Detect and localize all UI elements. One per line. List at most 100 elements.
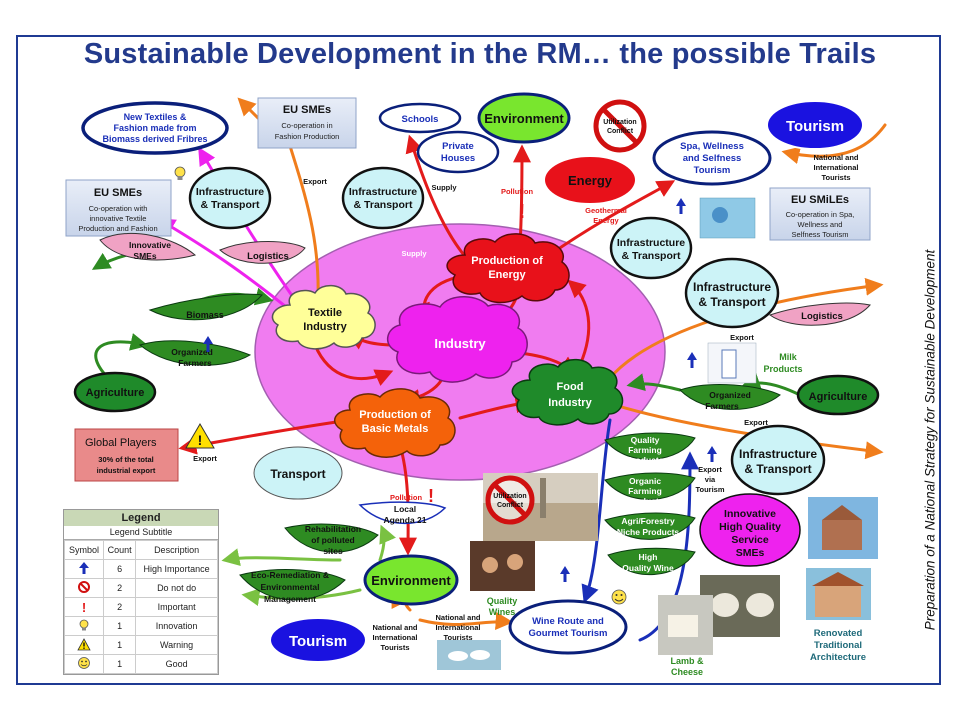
agri-forestry-2: Niche Products [617, 527, 680, 537]
arrow-food-export-right [613, 403, 884, 460]
infra-node-4[interactable]: Infrastructure & Transport [684, 257, 780, 329]
tourism-top-label: Tourism [786, 118, 844, 135]
legend-count: 1 [103, 654, 137, 674]
infra-2-label-1: Infrastructure [349, 186, 417, 198]
eu-smiles-box[interactable]: EU SMiLEs Co-operation in Spa, Wellness … [769, 187, 871, 241]
legend-table: Symbol Count Description 6 High Importan… [63, 540, 218, 674]
legend-count: 1 [103, 616, 137, 636]
agriculture-left-label: Agriculture [86, 387, 145, 399]
leaf-biomass: Biomass [148, 293, 263, 321]
leaf-high-quality-wine: High Quality Wine [607, 547, 696, 576]
spa-node[interactable]: Spa, Wellness and Selfness Tourism [652, 130, 772, 186]
arrow-metals-to-environment [398, 443, 418, 556]
legend-description: Warning [135, 635, 218, 655]
organized-farmers-right-2: Farmers [705, 401, 739, 411]
local-agenda-1: Local [394, 504, 416, 514]
spa-label-2: and Selfness [683, 153, 742, 164]
logistics-right-label: Logistics [801, 311, 843, 322]
new-textiles-node[interactable]: New Textiles & Fashion made from Biomass… [81, 101, 229, 155]
environment-bottom-node[interactable]: Environment [363, 554, 459, 606]
utilization-conflict-bottom-1: Utilization [493, 493, 526, 500]
textile-industry-cloud[interactable]: Textile Industry [271, 284, 376, 350]
no-sign-icon: Utilization Conflict [593, 99, 647, 153]
arrow-tourists-bottom-to-wine [418, 612, 514, 631]
legend-description: Innovation [135, 616, 218, 636]
eco-remediation-1: Eco-Remediation & [251, 570, 329, 580]
arrow-textile-to-eu-smes-left [156, 218, 292, 312]
food-industry-cloud[interactable]: Food Industry [511, 358, 624, 426]
photo-spa-woman [699, 197, 756, 239]
agriculture-right-node[interactable]: Agriculture [796, 374, 880, 416]
industry-cloud[interactable]: Industry [387, 296, 528, 383]
eu-smes-top-box[interactable]: EU SMEs Co-operation in Fashion Producti… [257, 97, 357, 149]
infra-node-2[interactable]: Infrastructure & Transport [341, 166, 425, 230]
innovative-service-label-3: Service [731, 534, 769, 546]
organized-farmers-left-2: Farmers [178, 358, 212, 368]
eu-smes-left-text-2: innovative Textile [90, 214, 147, 223]
agri-forestry-1: Agri/Forestry [621, 516, 675, 526]
eu-smes-top-text-2: Fashion Production [275, 132, 340, 141]
arrow-up-icon [203, 336, 213, 352]
export-label-2: Export [730, 333, 754, 342]
energy-node[interactable]: Energy [543, 155, 637, 205]
svg-text:!: ! [198, 432, 203, 448]
arrow-farmers-right-to-food [626, 373, 682, 392]
basic-metals-label-2: Basic Metals [362, 423, 429, 435]
warning-icon: ! [185, 423, 215, 449]
tourists-bm-2: International [435, 623, 480, 632]
transport-node[interactable]: Transport [253, 446, 343, 500]
eu-smes-left-text-3: Production and Fashion [78, 224, 157, 233]
environment-bottom-label: Environment [371, 573, 451, 588]
infra-4-label-1: Infrastructure [693, 280, 771, 294]
wine-route-label-2: Gourmet Tourism [529, 628, 608, 639]
wine-route-node[interactable]: Wine Route and Gourmet Tourism [508, 599, 628, 655]
private-houses-node[interactable]: Private Houses [416, 130, 500, 174]
spa-label-3: Tourism [694, 165, 731, 176]
exclamation-icon: ! [81, 599, 87, 615]
eu-smiles-text-1: Co-operation in Spa, [786, 210, 855, 219]
infra-5-label-1: Infrastructure [739, 447, 817, 461]
infra-node-1[interactable]: Infrastructure & Transport [188, 166, 272, 230]
infra-node-3[interactable]: Infrastructure & Transport [609, 216, 693, 280]
tourism-bottom-node[interactable]: Tourism [269, 617, 367, 663]
spa-label-1: Spa, Wellness [680, 141, 744, 152]
wine-route-label-1: Wine Route and [532, 616, 604, 627]
organized-farmers-left-1: Organized [171, 347, 213, 357]
private-houses-label-2: Houses [441, 153, 475, 164]
production-energy-cloud[interactable]: Production of Energy [446, 233, 570, 304]
legend-description: Important [135, 597, 218, 617]
agriculture-left-node[interactable]: Agriculture [73, 371, 157, 413]
lamb-cheese-1: Lamb & [670, 656, 704, 666]
rehabilitation-3: sites [323, 546, 343, 556]
legend-count: 1 [103, 635, 137, 655]
slide-frame [16, 35, 941, 685]
global-players-text-1: 30% of the total [98, 455, 153, 464]
global-players-text-2: industrial export [97, 466, 156, 475]
organic-farming-2: Farming [628, 486, 662, 496]
environment-top-label: Environment [484, 111, 564, 126]
global-players-box[interactable]: Global Players 30% of the total industri… [74, 428, 179, 482]
infra-1-label-2: & Transport [201, 199, 260, 211]
innovative-service-node[interactable]: Innovative High Quality Service SMEs [699, 493, 801, 567]
basic-metals-cloud[interactable]: Production of Basic Metals [333, 388, 456, 458]
arrow-up-icon [560, 566, 570, 582]
organic-farming-3: Products [627, 496, 664, 506]
eco-remediation-3: Management [264, 594, 316, 604]
rehabilitation-2: of polluted [311, 535, 354, 545]
eu-smes-left-title: EU SMEs [94, 187, 142, 199]
industry-label: Industry [434, 336, 486, 351]
eu-smes-left-box[interactable]: EU SMEs Co-operation with innovative Tex… [65, 179, 172, 237]
schools-node[interactable]: Schools [378, 102, 462, 134]
tourism-top-node[interactable]: Tourism [766, 100, 864, 150]
legend-row: 1 Warning [63, 635, 218, 655]
infra-node-5[interactable]: Infrastructure & Transport [730, 424, 826, 496]
production-energy-label-1: Production of [471, 255, 543, 267]
milk-products-2: Products [763, 364, 802, 374]
infra-1-label-1: Infrastructure [196, 186, 264, 198]
lamb-cheese-2: Cheese [671, 667, 703, 677]
legend-header: Legend [64, 510, 218, 526]
slide-title: Sustainable Development in the RM… the p… [83, 38, 877, 70]
arrow-energy-to-environment [512, 144, 531, 247]
environment-top-node[interactable]: Environment [477, 92, 571, 144]
organized-farmers-right-1: Organized [709, 390, 751, 400]
